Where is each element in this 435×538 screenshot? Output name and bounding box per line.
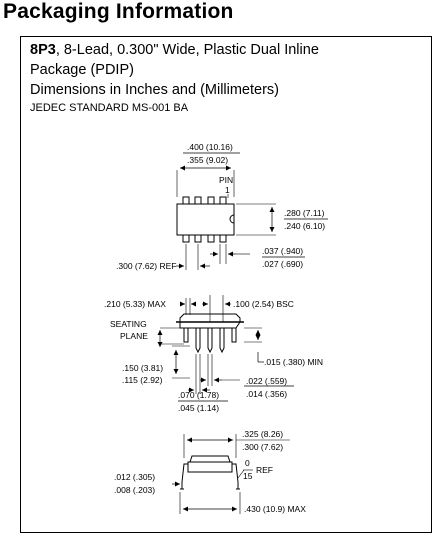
thickness-max: .012 (.305) bbox=[114, 472, 155, 482]
lead-length-max: .150 (3.81) bbox=[122, 363, 163, 373]
end-width-min: .300 (7.62) bbox=[242, 442, 283, 452]
end-width-max: .325 (8.26) bbox=[242, 429, 283, 439]
angle-bottom: 15 bbox=[243, 471, 253, 481]
tip-width-max: .022 (.559) bbox=[246, 376, 287, 386]
lead-width-min: .027 (.690) bbox=[262, 259, 303, 269]
row-spacing-ref: .300 (7.62) REF bbox=[116, 261, 176, 271]
end-view-labels: .325 (8.26) .300 (7.62) 0 15 REF .012 (.… bbox=[114, 429, 306, 514]
pitch-bsc: .100 (2.54) BSC bbox=[233, 299, 294, 309]
top-width-max: .400 (10.16) bbox=[187, 142, 233, 152]
package-title-line-2: Package (PDIP) bbox=[30, 62, 134, 78]
max-height: .210 (5.33) MAX bbox=[104, 299, 166, 309]
angle-ref: REF bbox=[256, 465, 273, 475]
lead-length-min: .115 (2.92) bbox=[122, 375, 163, 385]
top-width-min: .355 (9.02) bbox=[187, 155, 228, 165]
package-drawing-frame bbox=[20, 36, 432, 533]
end-view bbox=[172, 434, 290, 514]
lead-width-max: .037 (.940) bbox=[262, 246, 303, 256]
dimensions-note: Dimensions in Inches and (Millimeters) bbox=[30, 82, 279, 98]
seating-label-1: SEATING bbox=[110, 319, 147, 329]
package-title-line-1: 8P3, 8-Lead, 0.300" Wide, Plastic Dual I… bbox=[30, 42, 319, 58]
top-view-labels: .400 (10.16) .355 (9.02) PIN 1 .280 (7.1… bbox=[116, 142, 325, 271]
top-height-max: .280 (7.11) bbox=[284, 208, 325, 218]
side-view bbox=[157, 295, 294, 402]
shoulder-min: .045 (1.14) bbox=[178, 403, 219, 413]
top-height-min: .240 (6.10) bbox=[284, 221, 325, 231]
side-view-labels: .210 (5.33) MAX .100 (2.54) BSC SEATING … bbox=[104, 299, 323, 413]
package-code: 8P3 bbox=[30, 42, 56, 58]
seating-label-2: PLANE bbox=[120, 331, 148, 341]
angle-top: 0 bbox=[245, 458, 250, 468]
lead-span-max: .430 (10.9) MAX bbox=[244, 504, 306, 514]
jedec-standard: JEDEC STANDARD MS-001 BA bbox=[30, 102, 189, 114]
standoff-min: .015 (.380) MIN bbox=[264, 357, 323, 367]
package-title-rest: , 8-Lead, 0.300" Wide, Plastic Dual Inli… bbox=[55, 42, 319, 58]
pin-number: 1 bbox=[225, 185, 230, 195]
tip-width-min: .014 (.356) bbox=[246, 389, 287, 399]
shoulder-max: .070 (1.78) bbox=[178, 390, 219, 400]
thickness-min: .008 (.203) bbox=[114, 485, 155, 495]
page-heading: Packaging Information bbox=[3, 0, 234, 23]
top-view bbox=[176, 152, 328, 270]
pin-label: PIN bbox=[219, 175, 233, 185]
